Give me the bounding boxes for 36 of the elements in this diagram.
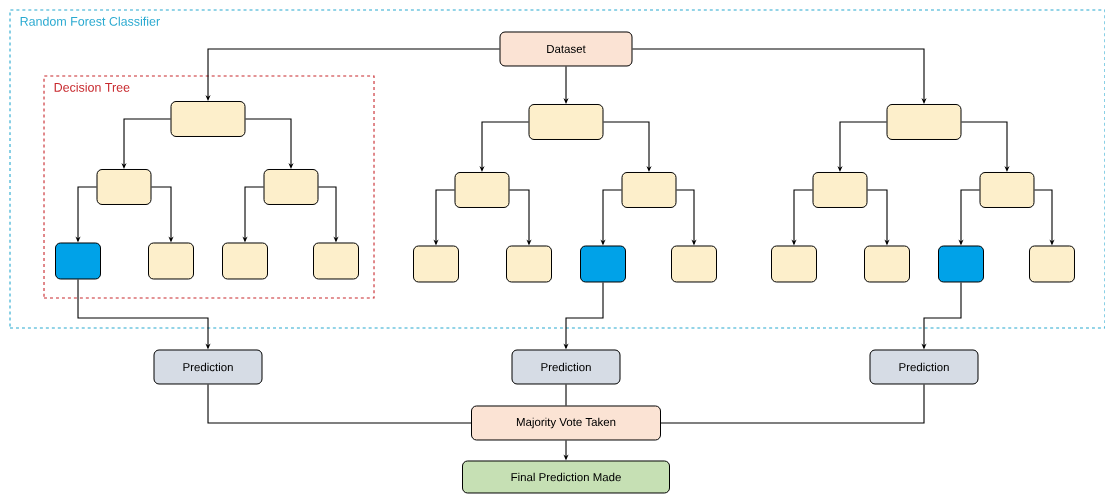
prediction-box: Prediction [153, 349, 263, 385]
leaf-node-box [671, 245, 717, 283]
result-box: Final Prediction Made [462, 460, 670, 494]
prediction-box: Prediction [869, 349, 979, 385]
tree-node-box [621, 172, 677, 208]
leaf-node-box [864, 245, 910, 283]
leaf-node-box [148, 242, 194, 280]
leaf-node-box [413, 245, 459, 283]
connector-line [660, 383, 925, 424]
tree-node-box [454, 172, 510, 208]
leaf-node-box [938, 245, 984, 283]
leaf-node-box [55, 242, 101, 280]
leaf-node-box [313, 242, 359, 280]
vote-box: Majority Vote Taken [471, 405, 661, 441]
tree-node-box [812, 172, 868, 208]
arrow [244, 118, 294, 169]
leaf-node-box [580, 245, 626, 283]
connector-line [207, 383, 472, 424]
tree-node-box [979, 172, 1035, 208]
tree-node-box [263, 169, 319, 205]
leaf-node-box [222, 242, 268, 280]
tree-node-box [96, 169, 152, 205]
connector-line [565, 383, 567, 407]
arrow [602, 121, 652, 172]
tree-node-box [886, 104, 962, 140]
tree-node-box [528, 104, 604, 140]
leaf-node-box [771, 245, 817, 283]
frame-title: Decision Tree [54, 82, 130, 92]
leaf-node-box [1029, 245, 1075, 283]
arrow [631, 48, 927, 104]
frame-title: Random Forest Classifier [20, 16, 160, 26]
data-box: Dataset [499, 31, 633, 67]
arrow [960, 121, 1010, 172]
tree-node-box [170, 101, 246, 137]
prediction-box: Prediction [511, 349, 621, 385]
leaf-node-box [506, 245, 552, 283]
